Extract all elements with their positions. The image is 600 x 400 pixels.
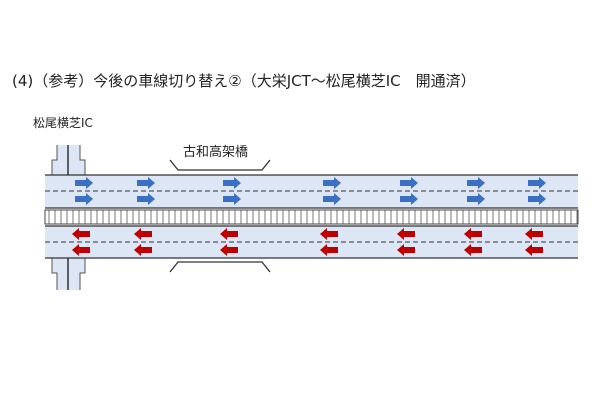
- outbound-lane-arrow: [323, 177, 341, 189]
- outbound-lane-arrow: [75, 177, 93, 189]
- bridge-bracket-bottom: [169, 261, 271, 273]
- inbound-lane-arrow: [464, 228, 482, 240]
- outbound-lane-arrow: [137, 193, 155, 205]
- inbound-lane-arrow: [134, 244, 152, 256]
- inbound-lane-arrow: [72, 228, 90, 240]
- outbound-lane-arrow: [400, 193, 418, 205]
- outbound-lane-arrow: [223, 193, 241, 205]
- median-barrier: [44, 209, 579, 225]
- inbound-lane-arrow: [134, 228, 152, 240]
- interchange-ramp-top: [51, 145, 86, 176]
- diagram-title: (4)（参考）今後の車線切り替え②（大栄JCT〜松尾横芝IC 開通済）: [12, 72, 476, 90]
- outbound-lane-arrow: [467, 193, 485, 205]
- bridge-label: 古和高架橋: [183, 145, 249, 160]
- interchange-label: 松尾横芝IC: [33, 116, 93, 130]
- inbound-lane-arrow: [320, 244, 338, 256]
- inbound-lane-arrow: [220, 244, 238, 256]
- inbound-lane-arrow: [72, 244, 90, 256]
- inbound-lane-arrow: [220, 228, 238, 240]
- outbound-lane-arrow: [528, 193, 546, 205]
- inbound-lane-arrow: [397, 244, 415, 256]
- interchange-ramp-bottom: [51, 257, 86, 290]
- inbound-lane-arrow: [525, 228, 543, 240]
- bridge-bracket-top: [169, 159, 271, 171]
- outbound-lane-arrow: [223, 177, 241, 189]
- outbound-lane-arrow: [323, 193, 341, 205]
- outbound-lane-arrow: [528, 177, 546, 189]
- outbound-lane-arrow: [467, 177, 485, 189]
- inbound-lane-arrow: [320, 228, 338, 240]
- inbound-lane-arrow: [464, 244, 482, 256]
- outbound-lane-arrow: [400, 177, 418, 189]
- outbound-lane-arrow: [75, 193, 93, 205]
- inbound-lane-arrow: [397, 228, 415, 240]
- outbound-lane-arrow: [137, 177, 155, 189]
- inbound-lane-arrow: [525, 244, 543, 256]
